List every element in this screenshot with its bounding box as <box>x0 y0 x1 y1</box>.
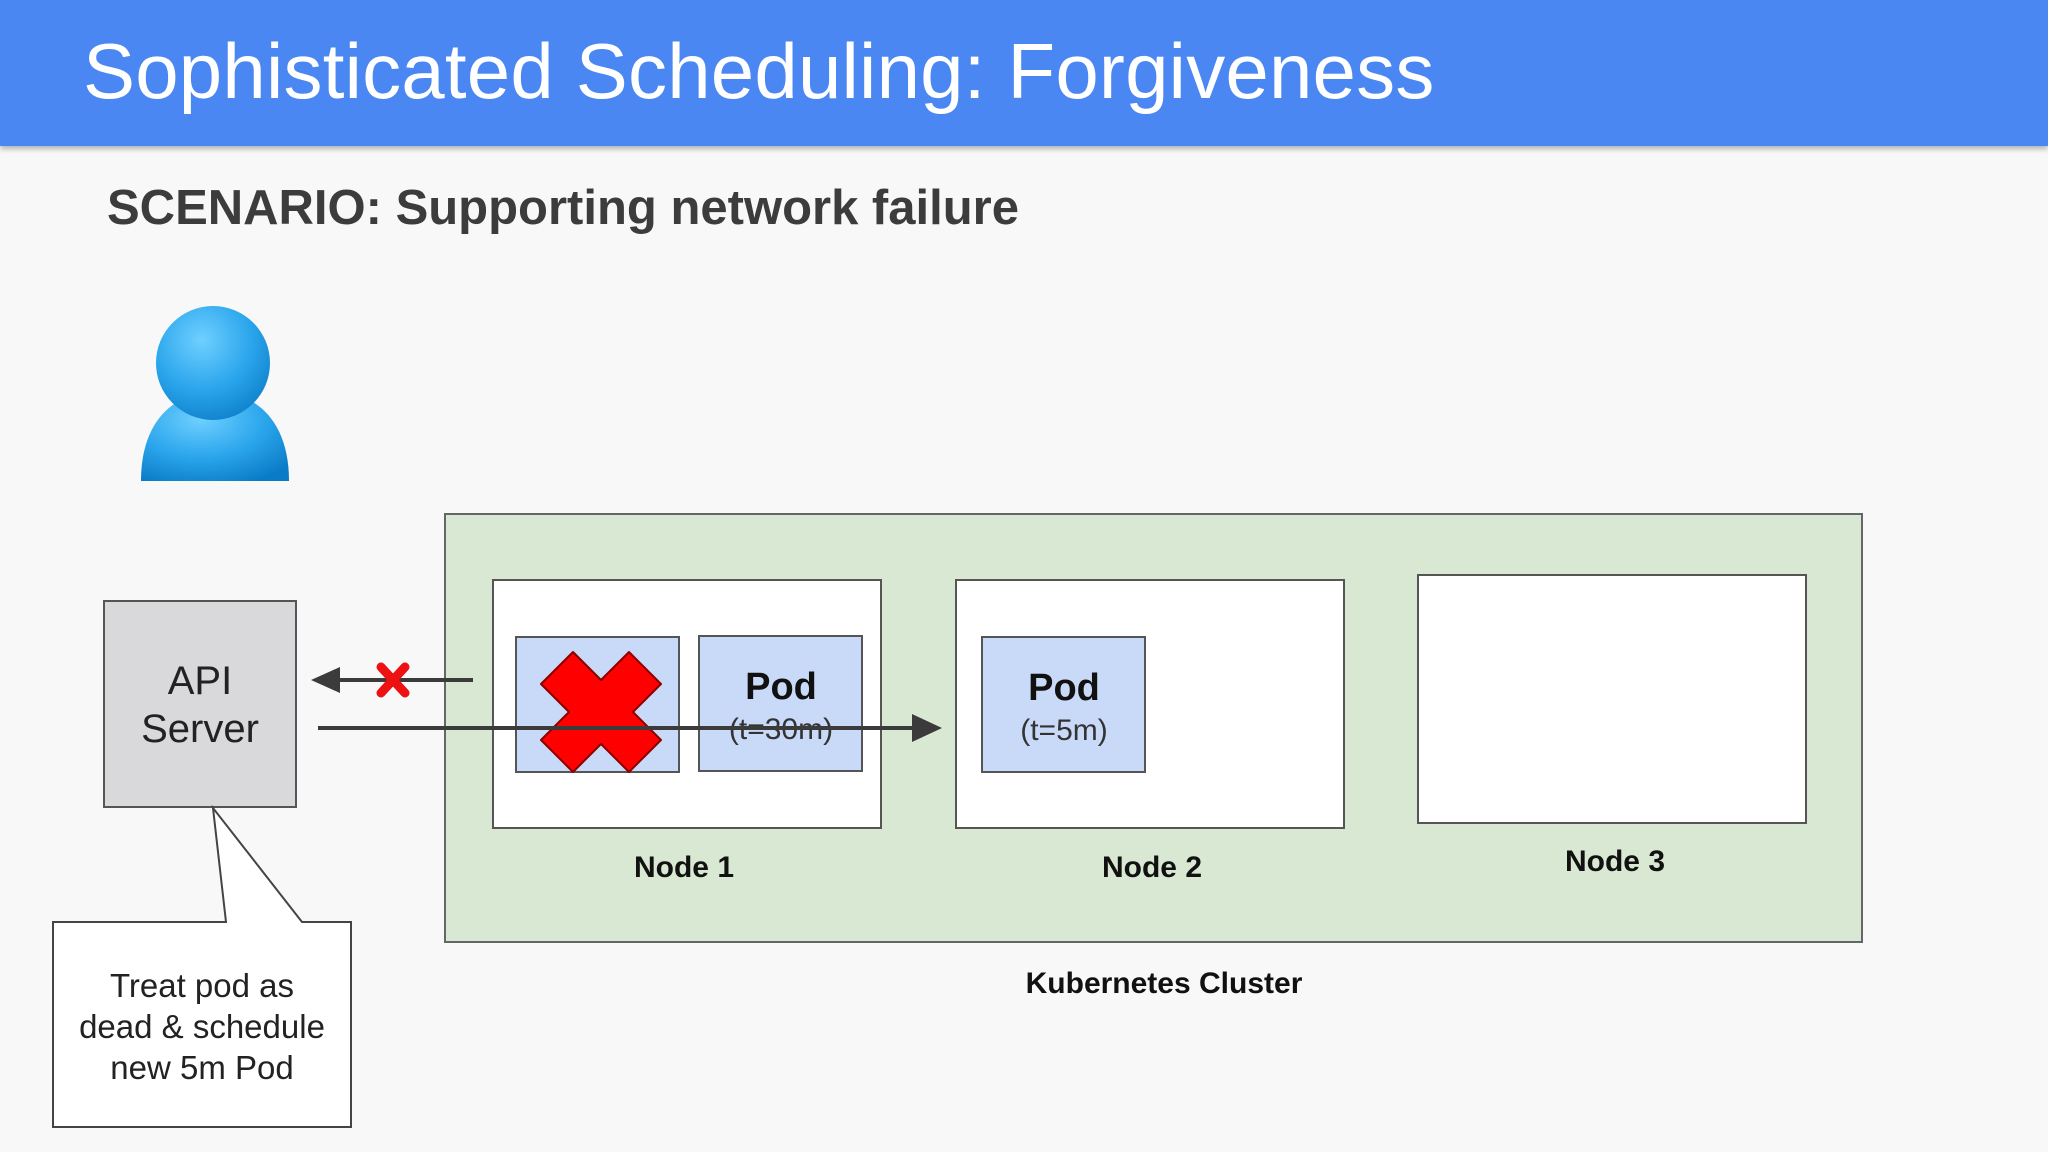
reschedule-arrow <box>318 714 942 742</box>
slide-title: Sophisticated Scheduling: Forgiveness <box>83 27 1435 115</box>
api-server-label-line2: Server <box>141 707 259 751</box>
slide-subtitle: SCENARIO: Supporting network failure <box>107 181 1019 235</box>
pod-t5m <box>981 636 1146 773</box>
node-3-label: Node 3 <box>1565 845 1665 878</box>
node-2-label: Node 2 <box>1102 851 1202 884</box>
api-server-label-line1: API <box>168 659 232 703</box>
user-icon <box>141 306 289 481</box>
title-bar: Sophisticated Scheduling: Forgiveness <box>0 0 2048 146</box>
pod-t30m-title: Pod <box>745 666 817 708</box>
callout-bubble <box>52 804 352 1128</box>
red-x-icon <box>540 651 662 773</box>
pod-t5m-subtitle: (t=5m) <box>1020 714 1108 747</box>
node-3 <box>1417 574 1807 824</box>
pod-t5m-title: Pod <box>1028 667 1100 709</box>
callout-line3: new 5m Pod <box>110 1049 293 1086</box>
callout-line1: Treat pod as <box>110 967 294 1004</box>
api-server <box>103 600 297 808</box>
cluster-label: Kubernetes Cluster <box>1026 967 1303 1000</box>
node-1-label: Node 1 <box>634 851 734 884</box>
callout-line2: dead & schedule <box>79 1008 325 1045</box>
small-red-x-icon <box>376 662 410 698</box>
blocked-heartbeat-arrow <box>311 667 473 693</box>
pod-t30m <box>698 635 863 772</box>
